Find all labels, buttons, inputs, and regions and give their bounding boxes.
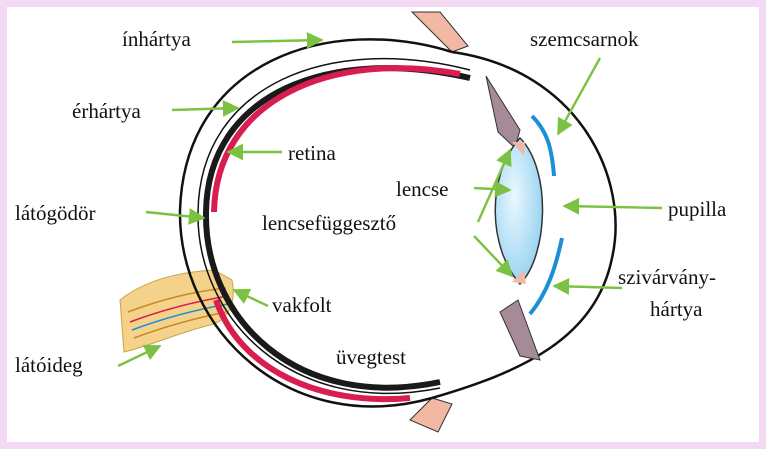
label-latogodor: látógödör (15, 201, 95, 225)
label-vakfolt: vakfolt (272, 293, 332, 317)
green-arrow-icon (564, 206, 662, 208)
label-lencsefuggeszto: lencsefüggesztő (262, 211, 396, 235)
lens (495, 138, 542, 284)
label-latoideg: látóideg (15, 353, 83, 377)
label-uvegtest: üvegtest (336, 345, 406, 369)
green-arrow-icon (234, 290, 268, 306)
label-pupilla: pupilla (668, 197, 727, 221)
label-erhartya: érhártya (72, 99, 141, 123)
label-inhartya: ínhártya (122, 27, 191, 51)
label-szivarvanyhartya-line1: szivárvány- (618, 265, 716, 289)
green-arrow-icon (554, 286, 622, 288)
ciliary-body-upper (486, 76, 520, 148)
green-arrow-icon (232, 40, 322, 42)
label-szemcsarnok: szemcsarnok (530, 27, 639, 51)
green-arrow-icon (146, 212, 204, 218)
label-szivarvanyhartya-line2: hártya (650, 297, 703, 321)
label-retina: retina (288, 141, 336, 165)
label-lencse: lencse (396, 177, 448, 201)
green-arrow-icon (172, 108, 238, 110)
upper-eyelid (412, 12, 468, 52)
